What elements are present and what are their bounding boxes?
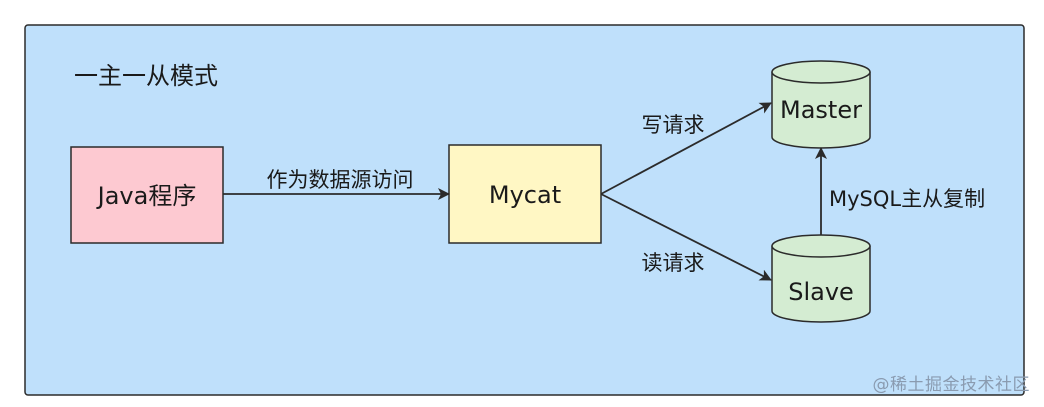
mycat-label: Mycat [489,181,561,209]
java-program-node: Java程序 [70,146,224,244]
master-db-node: Master [771,60,871,149]
java-to-mycat-label: 作为数据源访问 [267,168,414,192]
replication-label: MySQL主从复制 [829,187,985,211]
java-program-label: Java程序 [96,182,197,210]
master-label: Master [780,96,862,124]
read-request-arrow [600,193,772,281]
slave-label: Slave [788,278,854,306]
read-request-label: 读请求 [642,251,705,275]
slave-db-node: Slave [771,234,871,323]
write-request-label: 写请求 [642,113,705,137]
diagram-title: 一主一从模式 [74,62,218,90]
write-request-arrow [600,102,772,195]
mycat-node: Mycat [448,144,602,244]
watermark: @稀土掘金技术社区 [872,375,1030,395]
